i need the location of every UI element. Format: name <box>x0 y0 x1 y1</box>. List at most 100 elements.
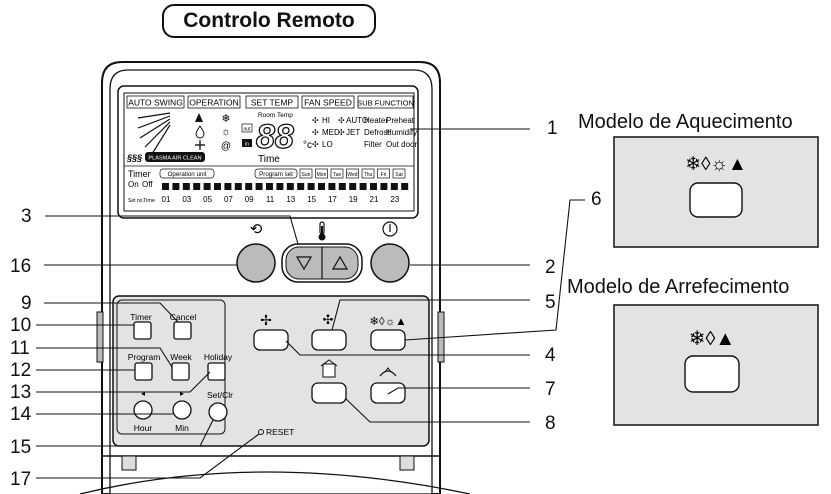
holiday-button[interactable] <box>207 362 226 381</box>
timer-button[interactable] <box>133 321 152 340</box>
thermometer-icon <box>318 221 326 241</box>
day-box <box>377 168 390 179</box>
temp-down-button[interactable] <box>295 256 313 271</box>
min-button-label: Min <box>175 423 189 433</box>
hour-label: 17 <box>328 195 337 204</box>
fan-speed-lo: LO <box>322 140 333 149</box>
fan-speed-button[interactable] <box>311 329 347 351</box>
heating-model-title: Modelo de Aquecimento <box>578 111 793 133</box>
program-button[interactable] <box>134 362 153 381</box>
on-label: On <box>128 180 139 189</box>
cooling-mode-button[interactable] <box>684 355 740 393</box>
house-icon <box>322 363 336 378</box>
heating-mode-button[interactable] <box>689 182 743 218</box>
plasma-badge <box>145 152 205 162</box>
off-label: Off <box>142 180 153 189</box>
tab-operation <box>187 95 241 109</box>
time-row-label: Time <box>143 198 155 204</box>
timeline-segment <box>266 183 273 190</box>
cooling-model-title: Modelo de Arrefecimento <box>567 276 790 298</box>
callout-8: 8 <box>545 413 556 434</box>
callout-17: 17 <box>10 469 32 490</box>
tab-auto-swing-label: AUTO SWING <box>128 98 183 108</box>
fan-icon: ✣ <box>323 312 334 327</box>
hour-label: 19 <box>349 195 358 204</box>
temp-unit: °c <box>303 140 312 151</box>
fan-speed-auto: AUTO <box>346 116 368 125</box>
fan-speed-list: HI AUTO MED JET LO <box>322 116 368 149</box>
day-box <box>361 168 375 179</box>
lcd-fan-mode-icon <box>195 140 205 150</box>
timeline-segment <box>286 183 294 190</box>
temp-button-group <box>281 221 363 283</box>
tab-fan-speed-label: FAN SPEED <box>304 98 352 108</box>
cooling-mode-icons: ❄◊▲ <box>689 328 735 350</box>
timeline-segment <box>193 183 201 190</box>
mode-button[interactable] <box>370 329 406 351</box>
setclr-button[interactable] <box>208 402 228 422</box>
program-set-box <box>254 168 298 179</box>
hour-label: 11 <box>266 195 275 204</box>
week-button[interactable] <box>171 362 190 381</box>
lcd-snowflake-icon: ❄ <box>221 113 230 125</box>
setno-label: Set no. <box>128 198 144 204</box>
timeline-bars <box>162 183 409 190</box>
sub-filter: Filter <box>364 140 382 149</box>
room-temp-label: Room Temp <box>258 112 293 119</box>
hinge-left <box>121 455 137 471</box>
day-label: Tue <box>333 172 342 178</box>
callout-15: 15 <box>10 437 32 458</box>
day-box <box>392 168 406 179</box>
callout-14: 14 <box>10 404 32 425</box>
lcd-sun-icon: ☼ <box>221 126 231 138</box>
mark-in-box <box>242 139 252 147</box>
timeline-segment <box>318 183 325 190</box>
callout-6: 6 <box>591 189 602 210</box>
room-temp-button[interactable] <box>311 382 347 404</box>
day-label: Thu <box>364 172 373 178</box>
hour-label: 09 <box>245 195 254 204</box>
fan-speed-med: MED <box>322 128 340 137</box>
timeline-segment <box>255 183 263 190</box>
mark-in: in <box>245 142 249 148</box>
callout-7: 7 <box>545 379 556 400</box>
hour-label: 03 <box>182 195 191 204</box>
temp-digits: 88 <box>256 118 294 156</box>
fan-hi-icon: ✣ <box>312 116 319 125</box>
vane-icon <box>379 370 397 377</box>
day-label: Fri <box>381 172 387 178</box>
power-button[interactable] <box>370 243 410 283</box>
reset-button[interactable] <box>258 429 264 435</box>
callout-9: 9 <box>21 293 32 314</box>
min-button[interactable] <box>172 400 192 420</box>
timeline-segment <box>182 183 190 190</box>
reset-label: RESET <box>266 427 294 437</box>
tab-auto-swing <box>126 95 185 109</box>
hour-label: 01 <box>162 195 171 204</box>
callout-3: 3 <box>21 206 32 227</box>
tab-fan-speed <box>301 95 355 109</box>
timeline-segment <box>380 183 388 190</box>
power-icon <box>382 221 398 237</box>
tab-set-temp <box>245 95 299 109</box>
swing-icon: ⟲ <box>250 221 263 238</box>
swing-button[interactable] <box>236 243 276 283</box>
timeline-segment <box>401 183 409 190</box>
fan-mode-button[interactable] <box>253 329 289 351</box>
hour-button[interactable] <box>133 400 153 420</box>
lcd-mountain-icon <box>195 113 203 122</box>
sub-function-list: Heater Preheat Defrost Humidify Filter O… <box>364 116 417 149</box>
callout-4: 4 <box>545 345 556 366</box>
temp-up-button[interactable] <box>331 255 349 270</box>
mark-out-box <box>241 123 253 133</box>
operation-unit-box <box>159 168 215 179</box>
heating-mode-icons: ❄◊☼▲ <box>685 154 747 175</box>
lcd-swirl-icon: @ <box>221 141 231 152</box>
swing-vane-button[interactable] <box>370 382 406 404</box>
timer-label: Timer <box>128 169 151 179</box>
hour-button-label: Hour <box>134 423 153 433</box>
cancel-button[interactable] <box>173 321 192 340</box>
day-label: Sat <box>395 172 403 178</box>
